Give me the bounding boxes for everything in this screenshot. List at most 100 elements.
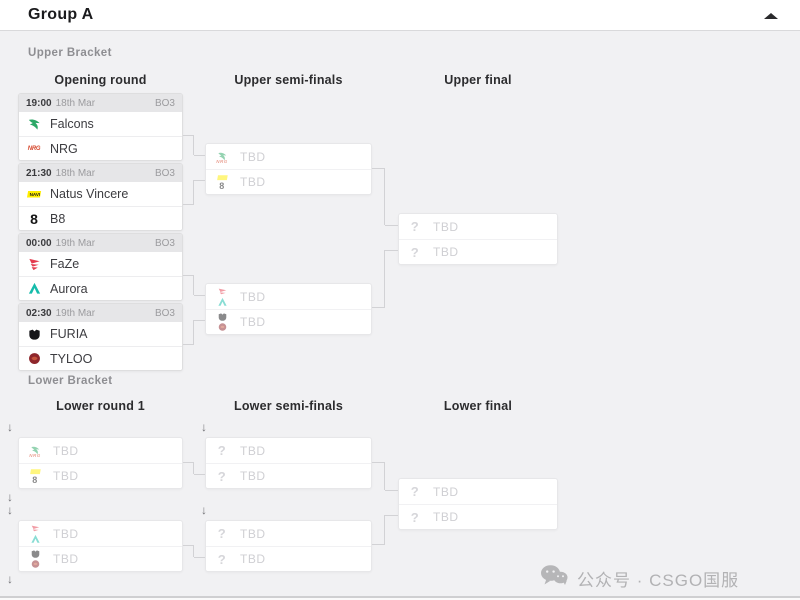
bracket-connector	[372, 462, 385, 490]
team-name: Falcons	[50, 117, 94, 131]
tyloo-logo-icon	[26, 351, 42, 367]
bracket-connector	[183, 320, 194, 345]
team-name: TYLOO	[50, 351, 93, 366]
lower-semi-final-1-card: ? TBD ? TBD	[205, 437, 372, 489]
wechat-icon	[540, 564, 568, 592]
column-header-lower-round-1: Lower round 1	[56, 399, 145, 413]
tbd-team-row: ? TBD	[399, 479, 557, 504]
match-time: 00:00	[26, 237, 52, 249]
bracket-connector	[194, 320, 205, 321]
unknown-team-icon: ?	[217, 468, 227, 484]
team-name: Aurora	[50, 281, 88, 296]
furia-tyloo-faded-logos-icon	[27, 549, 43, 569]
column-header-upper-final: Upper final	[444, 73, 512, 87]
match-date: 19th Mar	[55, 237, 96, 249]
group-title: Group A	[28, 6, 94, 23]
upper-final-card: ? TBD ? TBD	[398, 213, 558, 265]
team-row: Aurora	[19, 276, 182, 300]
bracket-connector	[183, 545, 194, 557]
tbd-label: TBD	[240, 443, 266, 458]
svg-text:NAVI: NAVI	[30, 192, 41, 197]
match-date: 18th Mar	[55, 97, 96, 109]
tbd-label: TBD	[433, 484, 459, 499]
upper-semi-final-2-card: TBD TBD	[205, 283, 372, 335]
match-card-faze-aurora[interactable]: 00:00 19th Mar BO3 FaZe Aurora	[18, 233, 183, 301]
tbd-label: TBD	[53, 469, 79, 483]
lower-round-1-card-1: NRG TBD 8 TBD	[18, 437, 183, 489]
column-header-lower-semi-finals: Lower semi-finals	[234, 399, 343, 413]
unknown-team-icon: ?	[217, 526, 227, 541]
tbd-team-row: NRG TBD	[19, 438, 182, 463]
loser-drop-arrow-icon: ↓	[201, 420, 207, 434]
column-header-lower-final: Lower final	[443, 399, 513, 413]
bracket-connector	[183, 275, 194, 295]
navi-logo-icon: NAVI	[26, 186, 42, 202]
unknown-team-icon: ?	[217, 551, 227, 567]
tbd-label: TBD	[433, 510, 459, 524]
bracket-connector	[183, 462, 194, 474]
tbd-team-row: ? TBD	[206, 463, 371, 488]
navi-b8-faded-logos-icon: 8	[27, 467, 43, 485]
bracket-connector	[194, 155, 205, 156]
bracket-connector	[385, 515, 398, 516]
unknown-team-icon: ?	[410, 484, 420, 499]
match-card-falcons-nrg[interactable]: 19:00 18th Mar BO3 Falcons NRG NRG	[18, 93, 183, 161]
team-row: FURIA	[19, 322, 182, 346]
tbd-team-row: TBD	[206, 309, 371, 334]
match-header: 21:30 18th Mar BO3	[19, 164, 182, 182]
match-header: 00:00 19th Mar BO3	[19, 234, 182, 252]
tbd-team-row: TBD	[19, 546, 182, 571]
column-header-opening-round: Opening round	[54, 73, 147, 87]
bracket-connector	[194, 180, 205, 181]
loser-drop-arrow-icon: ↓	[7, 503, 13, 517]
tbd-team-row: ? TBD	[399, 239, 557, 264]
bracket-connector	[372, 515, 385, 545]
tbd-label: TBD	[240, 315, 266, 329]
tbd-label: TBD	[240, 175, 266, 189]
match-date: 18th Mar	[55, 167, 96, 179]
team-row: 8 B8	[19, 206, 182, 230]
lower-final-card: ? TBD ? TBD	[398, 478, 558, 530]
tbd-team-row: TBD	[206, 284, 371, 309]
match-format: BO3	[154, 307, 175, 319]
unknown-team-icon: ?	[410, 509, 420, 525]
watermark: 公众号 · CSGO国服	[540, 564, 739, 592]
lower-round-1-card-2: TBD TBD	[18, 520, 183, 572]
column-header-upper-semi-finals: Upper semi-finals	[234, 73, 343, 87]
bottom-divider	[0, 596, 800, 598]
bracket-connector	[385, 490, 398, 491]
bracket-connector	[385, 225, 398, 226]
match-format: BO3	[154, 167, 175, 179]
bracket-connector	[372, 250, 385, 308]
loser-drop-arrow-icon: ↓	[7, 420, 13, 434]
tbd-team-row: 8 TBD	[206, 169, 371, 194]
loser-drop-arrow-icon: ↓	[7, 572, 13, 586]
match-format: BO3	[154, 97, 175, 109]
tbd-team-row: ? TBD	[399, 504, 557, 529]
nrg-logo-icon: NRG	[27, 145, 41, 152]
tbd-team-row: ? TBD	[206, 546, 371, 571]
match-card-furia-tyloo[interactable]: 02:30 19th Mar BO3 FURIA TYLOO	[18, 303, 183, 371]
falcons-logo-icon	[26, 116, 42, 132]
bracket-connector	[372, 168, 385, 225]
tbd-label: TBD	[240, 552, 266, 566]
team-row: Falcons	[19, 112, 182, 136]
lower-bracket-label: Lower Bracket	[28, 375, 113, 387]
tbd-team-row: ? TBD	[206, 521, 371, 546]
tbd-label: TBD	[240, 149, 266, 164]
match-card-navi-b8[interactable]: 21:30 18th Mar BO3 NAVI Natus Vincere 8 …	[18, 163, 183, 231]
team-name: FaZe	[50, 257, 80, 271]
navi-b8-faded-logos-icon: 8	[214, 173, 230, 191]
tbd-label: TBD	[53, 526, 79, 541]
match-time: 02:30	[26, 307, 52, 319]
loser-drop-arrow-icon: ↓	[201, 503, 207, 517]
team-row: TYLOO	[19, 346, 182, 370]
upper-bracket-label: Upper Bracket	[28, 47, 112, 59]
tbd-team-row: ? TBD	[206, 438, 371, 463]
match-time: 19:00	[26, 97, 52, 109]
group-header-bar: Group A	[0, 0, 800, 31]
bracket-connector	[194, 295, 205, 296]
faze-logo-icon	[26, 256, 42, 272]
collapse-caret-icon[interactable]	[764, 13, 778, 19]
team-name: Natus Vincere	[50, 187, 129, 201]
